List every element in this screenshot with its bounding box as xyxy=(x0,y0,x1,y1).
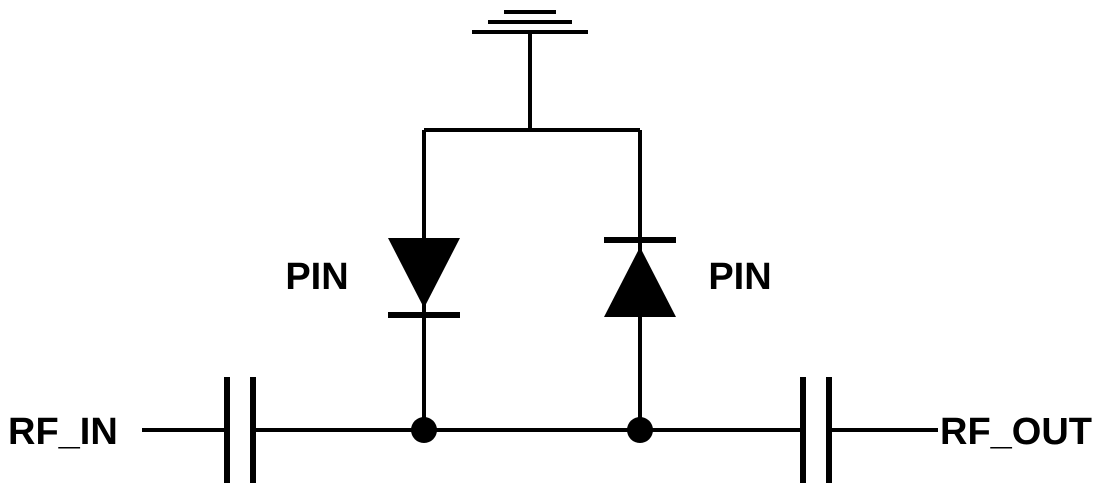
wire-layer xyxy=(142,10,938,483)
pin-label-right: PIN xyxy=(708,256,771,298)
rf-out-label: RF_OUT xyxy=(940,411,1092,453)
pin-diode-left-triangle xyxy=(388,238,460,308)
pin-diode-right-icon xyxy=(604,237,676,317)
input-capacitor-icon xyxy=(224,377,256,483)
ground-icon xyxy=(472,10,588,34)
pin-diode-left-icon xyxy=(388,238,460,318)
pin-diode-right-triangle xyxy=(604,247,676,317)
output-capacitor-icon xyxy=(800,377,832,483)
junction-dot-left xyxy=(411,417,437,443)
rf-in-label: RF_IN xyxy=(8,411,118,453)
junction-dot-right xyxy=(627,417,653,443)
pin-label-left: PIN xyxy=(285,256,348,298)
